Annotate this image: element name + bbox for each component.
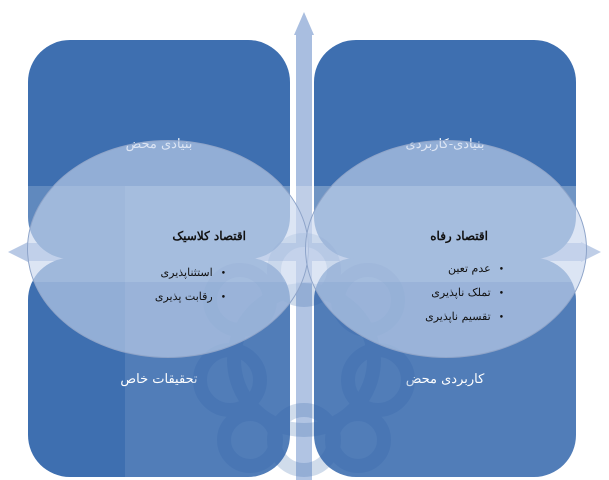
- list-item: تملک ناپذیری: [425, 281, 504, 305]
- list-item: عدم تعین: [425, 257, 504, 281]
- oval-right-list: عدم تعین تملک ناپذیری تقسیم ناپذیری: [425, 257, 504, 329]
- oval-right-title: اقتصاد رفاه: [430, 229, 488, 243]
- quadrant-bottom-right-label: کاربردی محض: [314, 372, 576, 387]
- oval-left-list: استثناپذیری رقابت پذیری: [155, 261, 226, 309]
- oval-right: اقتصاد رفاه عدم تعین تملک ناپذیری تقسیم …: [305, 140, 587, 358]
- list-item: استثناپذیری: [155, 261, 226, 285]
- list-item: رقابت پذیری: [155, 285, 226, 309]
- oval-left-title: اقتصاد کلاسیک: [172, 229, 246, 243]
- oval-left: اقتصاد کلاسیک استثناپذیری رقابت پذیری: [27, 140, 309, 358]
- list-item: تقسیم ناپذیری: [425, 305, 504, 329]
- quadrant-bottom-left-label: تحقیقات خاص: [28, 372, 290, 387]
